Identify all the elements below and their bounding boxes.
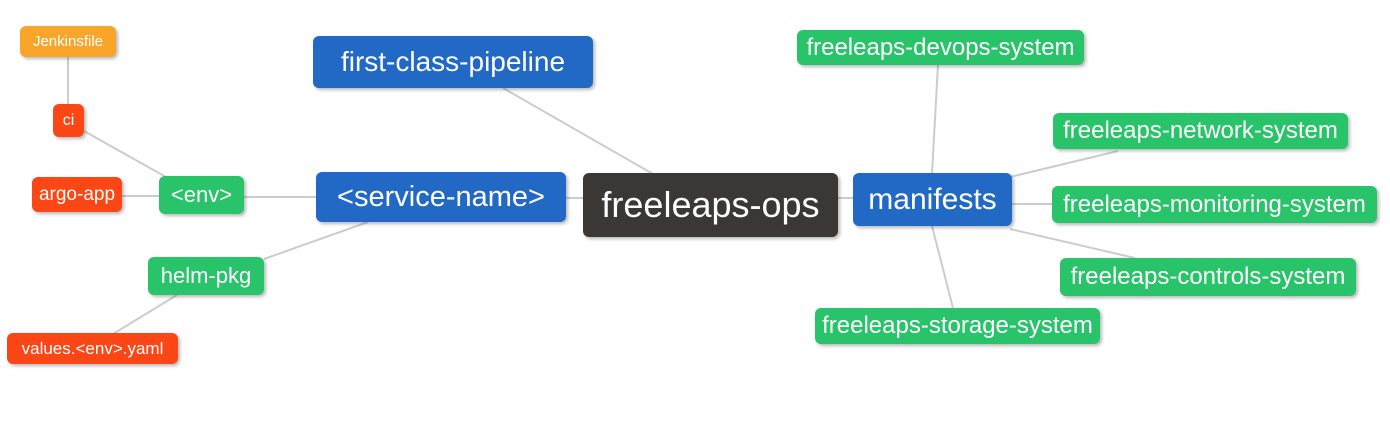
node-freeleaps-ops[interactable]: freeleaps-ops	[583, 173, 838, 237]
node-helm-pkg[interactable]: helm-pkg	[148, 257, 264, 295]
edge-manifests-to-freeleaps-devops-system	[931, 64, 939, 174]
node-manifests[interactable]: manifests	[853, 173, 1012, 226]
node-ci[interactable]: ci	[53, 104, 84, 137]
edge-ci-to-env	[83, 130, 167, 178]
node-env[interactable]: <env>	[159, 176, 244, 214]
node-freeleaps-controls-system[interactable]: freeleaps-controls-system	[1060, 258, 1356, 296]
node-service-name[interactable]: <service-name>	[316, 172, 566, 222]
node-freeleaps-monitoring-system[interactable]: freeleaps-monitoring-system	[1052, 186, 1377, 223]
edge-helm-pkg-to-service-name	[263, 221, 369, 260]
node-argo-app[interactable]: argo-app	[32, 177, 122, 212]
edge-manifests-to-freeleaps-controls-system	[1009, 228, 1136, 259]
edge-values-env-yaml-to-helm-pkg	[112, 294, 178, 335]
node-freeleaps-devops-system[interactable]: freeleaps-devops-system	[797, 30, 1084, 65]
edge-manifests-to-freeleaps-storage-system	[931, 225, 954, 309]
node-freeleaps-storage-system[interactable]: freeleaps-storage-system	[815, 308, 1100, 344]
edge-first-class-pipeline-to-freeleaps-ops	[502, 87, 654, 175]
node-freeleaps-network-system[interactable]: freeleaps-network-system	[1053, 113, 1348, 149]
edge-manifests-to-freeleaps-network-system	[1009, 150, 1119, 178]
node-jenkinsfile[interactable]: Jenkinsfile	[20, 26, 116, 57]
node-values-env-yaml[interactable]: values.<env>.yaml	[7, 333, 178, 364]
node-first-class-pipeline[interactable]: first-class-pipeline	[313, 36, 593, 88]
